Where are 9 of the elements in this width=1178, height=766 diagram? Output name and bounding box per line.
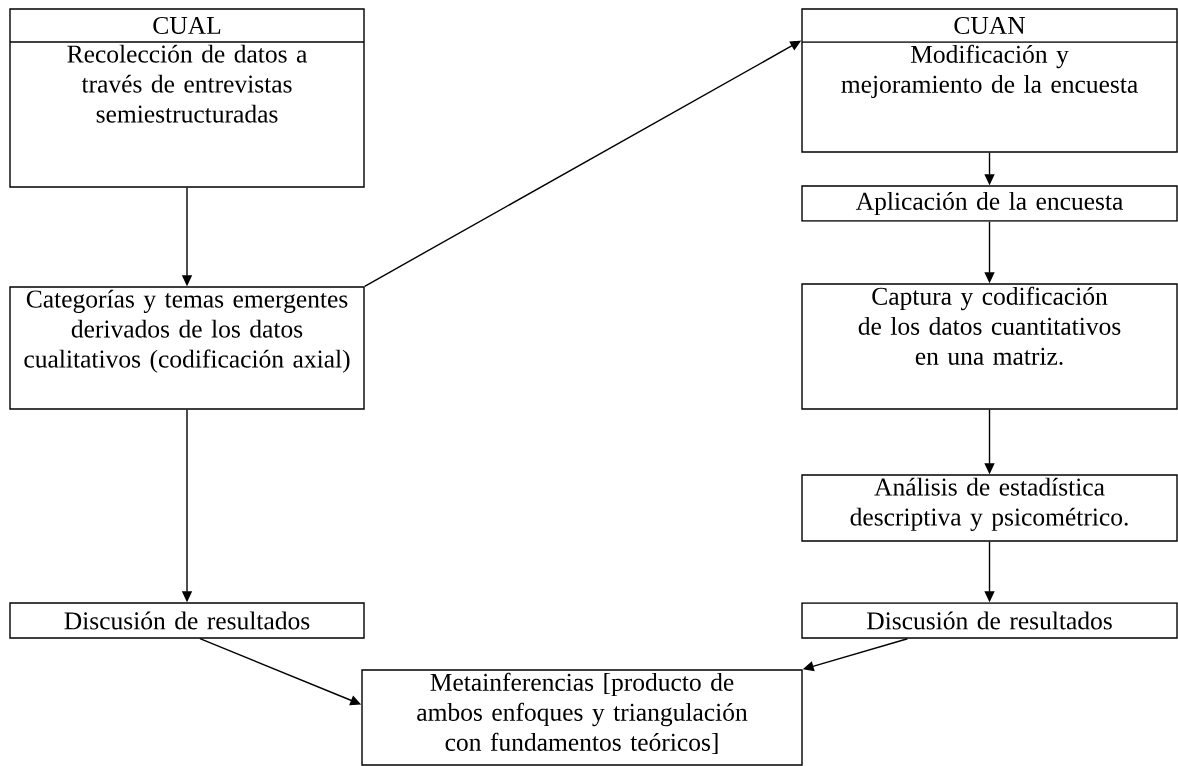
process-box: Discusión de resultados bbox=[9, 602, 365, 639]
process-box: Captura y codificación de los datos cuantitativos en una matriz. bbox=[801, 283, 1178, 410]
process-box: Discusión de resultados bbox=[801, 602, 1178, 639]
process-box: Análisis de estadística descriptiva y psicométrico. bbox=[801, 474, 1178, 542]
process-box: CUAN Modificación y mejoramiento de la encuesta bbox=[801, 8, 1178, 153]
process-box: CUAL Recolección de datos a través de entrevistas semiestructuradas bbox=[9, 8, 365, 188]
process-box: Categorías y temas emergentes derivados de los datos cualitativos (codificación axial) bbox=[9, 286, 365, 410]
process-box: Aplicación de la encuesta bbox=[801, 185, 1178, 222]
process-box: Metainferencias [producto de ambos enfoques y triangulación con fundamentos teóricos] bbox=[361, 669, 803, 766]
